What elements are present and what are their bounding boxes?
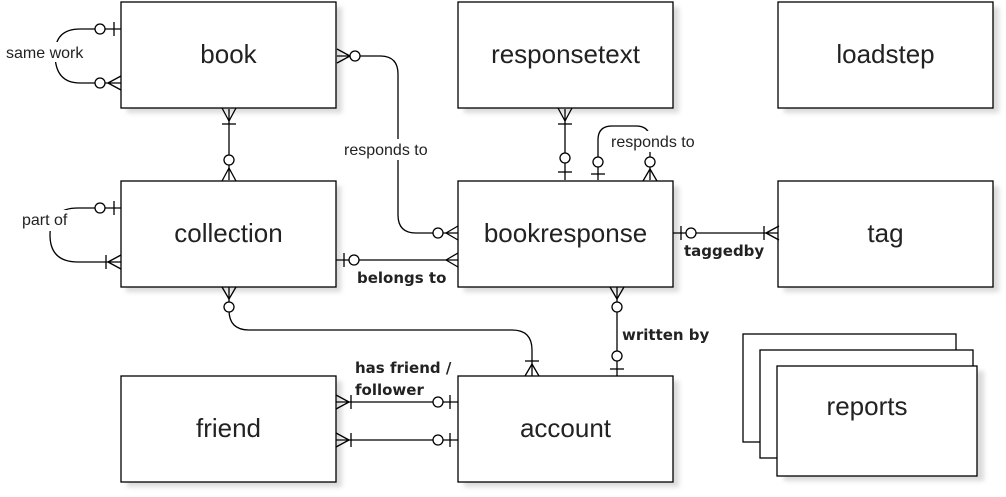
rel-label-belongs-to: belongs to xyxy=(357,269,446,287)
rel-label-taggedby: taggedby xyxy=(684,242,764,260)
zero-one-glyph xyxy=(94,22,115,36)
one-many-glyph xyxy=(221,107,237,125)
entity-tag-label: tag xyxy=(867,218,903,248)
rel-label-same-work: same work xyxy=(6,45,84,62)
zero-one-glyph xyxy=(94,201,115,215)
rel-label-written-by: written by xyxy=(622,326,710,344)
one-many-glyph xyxy=(524,360,540,377)
zero-many-glyph xyxy=(642,156,658,182)
zero-one-glyph xyxy=(591,156,605,175)
entity-reports[interactable]: reports xyxy=(742,333,978,477)
entity-loadstep-label: loadstep xyxy=(836,39,934,69)
zero-one-glyph xyxy=(680,226,697,240)
rel-line-part-of xyxy=(49,207,121,263)
entity-bookresponse[interactable]: bookresponse xyxy=(457,180,674,288)
rel-label-responds-to-book: responds to xyxy=(344,142,428,159)
entity-tag[interactable]: tag xyxy=(777,180,994,288)
rel-label-part-of: part of xyxy=(22,212,68,229)
zero-many-glyph xyxy=(432,225,459,241)
zero-many-glyph xyxy=(445,252,459,268)
entity-friend-label: friend xyxy=(196,413,261,443)
rel-label-responds-to-self: responds to xyxy=(611,134,695,151)
rel-label-has-friend-line1: has friend / xyxy=(355,359,452,377)
entity-friend[interactable]: friend xyxy=(120,375,337,483)
zero-many-glyph xyxy=(94,75,122,91)
rel-label-has-friend-line2: follower xyxy=(355,381,424,399)
cardinality-glyphs xyxy=(94,22,780,448)
rel-line-collection-account xyxy=(228,287,533,376)
relationship-labels: same work responds to part of belongs to… xyxy=(4,42,764,399)
zero-one-glyph xyxy=(610,350,624,370)
one-many-glyph xyxy=(105,254,122,270)
one-many-glyph xyxy=(763,225,780,241)
entity-book-label: book xyxy=(200,39,257,69)
zero-one-glyph xyxy=(432,395,451,409)
one-many-glyph xyxy=(335,432,352,448)
entity-reports-label: reports xyxy=(827,391,908,421)
zero-many-glyph xyxy=(609,286,625,313)
entity-loadstep[interactable]: loadstep xyxy=(777,1,994,109)
zero-many-glyph xyxy=(336,48,361,64)
zero-many-glyph xyxy=(221,286,237,313)
zero-many-glyph xyxy=(221,154,237,182)
entity-responsetext-label: responsetext xyxy=(491,39,641,69)
zero-one-glyph xyxy=(432,433,451,447)
entity-account-label: account xyxy=(520,413,612,443)
entity-responsetext[interactable]: responsetext xyxy=(457,1,674,109)
one-many-glyph xyxy=(557,107,573,125)
entity-bookresponse-label: bookresponse xyxy=(484,218,647,248)
entity-account[interactable]: account xyxy=(457,375,674,483)
entity-collection[interactable]: collection xyxy=(120,180,337,288)
entity-collection-label: collection xyxy=(174,218,282,248)
entity-book[interactable]: book xyxy=(120,1,337,109)
one-many-glyph xyxy=(335,394,352,410)
zero-one-glyph xyxy=(343,253,360,267)
zero-one-glyph xyxy=(558,152,572,173)
